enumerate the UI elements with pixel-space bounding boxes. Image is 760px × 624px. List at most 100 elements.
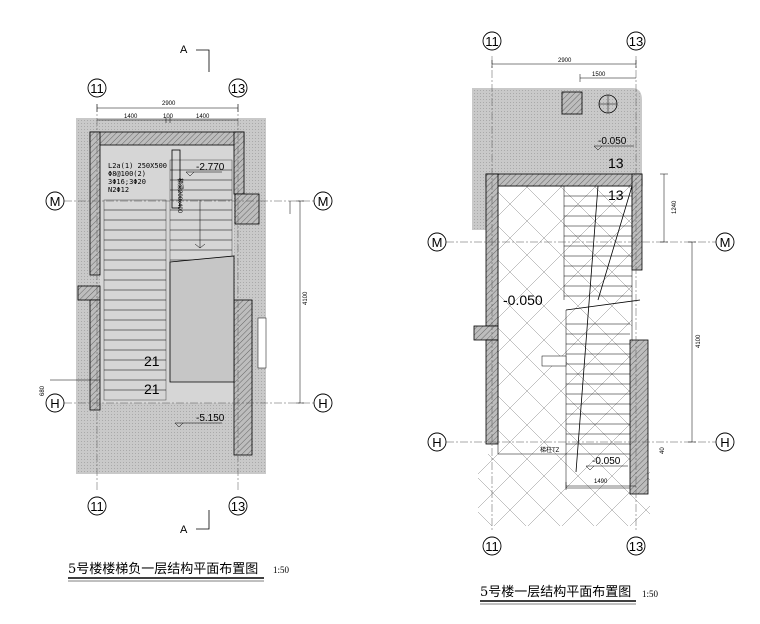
section-line-bottom — [196, 510, 210, 530]
r-elev-top: -0.050 — [598, 136, 627, 147]
dim-seg3: 1400 — [196, 114, 210, 120]
r-axis-bubble-h-right — [715, 432, 735, 452]
axis-bubble-m-right — [313, 191, 333, 211]
axis-label: M — [50, 194, 61, 209]
r-axis-bubble-m-right — [715, 232, 735, 252]
elev-top: -2.770 — [196, 162, 225, 173]
wall-left-stub — [77, 285, 101, 301]
r-stair-down-count: 13 — [608, 187, 624, 203]
axis-label: H — [318, 396, 327, 411]
r-wall-left-stub — [473, 325, 499, 341]
dim-small-v: 680 — [40, 385, 46, 396]
axis-label: 11 — [90, 81, 104, 96]
elev-bottom: -5.150 — [196, 413, 225, 424]
r-dim-total: 2900 — [558, 58, 572, 64]
wall-left-lower — [89, 299, 101, 411]
r-dim-lines-right — [660, 173, 696, 443]
r-stair-treads-upper — [563, 186, 632, 300]
elev-mark-bottom — [174, 422, 222, 428]
column-right — [234, 193, 260, 225]
dim-seg1: 1400 — [124, 114, 138, 120]
r-tag: 梯柱TZ — [540, 446, 560, 454]
axis-label: 11 — [485, 34, 499, 49]
elev-mark-top — [185, 171, 222, 177]
stair-step-block — [541, 355, 567, 367]
wall-left-upper — [89, 131, 101, 276]
r-axis-bubble-13-bottom — [626, 536, 646, 556]
right-scale: 1:50 — [642, 589, 659, 599]
axis-label: 11 — [90, 499, 104, 514]
stair-landing-edge — [565, 299, 641, 311]
r-dim-v-bottom: 40 — [660, 447, 666, 454]
dim-lines-right — [289, 200, 304, 404]
r-axis-bubble-13-top — [626, 31, 646, 51]
r-dim-bottom: 1490 — [594, 479, 608, 485]
wall-top — [89, 131, 245, 146]
axis-label: H — [720, 435, 729, 450]
dim-seg2: 100 — [163, 114, 174, 120]
beam-note-2: Φ8@100(2) — [108, 170, 146, 178]
stair-down-count: 21 — [144, 381, 160, 397]
beam-note-3: 3Φ16;3Φ20 — [108, 178, 146, 186]
r-elev-mark-top — [593, 145, 634, 151]
stair-up-count: 21 — [144, 353, 160, 369]
axis-bubble-13-top — [228, 78, 248, 98]
r-dim-lines-bottom — [565, 482, 636, 490]
r-elev-bottom: -0.050 — [592, 456, 621, 467]
axis-label: 13 — [629, 539, 643, 554]
axis-label: 13 — [231, 499, 245, 514]
axis-bubble-11-bottom — [87, 496, 107, 516]
left-plan: A A — [40, 44, 333, 582]
cross-hatch-zone — [497, 185, 633, 455]
beam-note-4: N2Φ12 — [108, 186, 129, 194]
wall-opening — [257, 317, 267, 369]
axis-label: 13 — [231, 81, 245, 96]
axis-label: M — [720, 235, 731, 250]
walk-arrow — [194, 200, 206, 249]
r-elev-mark-bottom — [585, 465, 628, 471]
axis-bubble-h-left — [45, 393, 65, 413]
right-slab-shading — [472, 88, 642, 230]
r-wall-right-lower — [629, 339, 649, 495]
r-dim-rows: 4100 — [696, 334, 702, 348]
left-title: 5号楼楼梯负一层结构平面布置图 — [68, 562, 258, 577]
stair-treads-left — [103, 199, 167, 401]
r-axis-bubble-11-bottom — [482, 536, 502, 556]
axis-bubble-11-top — [87, 78, 107, 98]
stair-break-lines — [575, 185, 633, 473]
beam-note-1: L2a(1) 250X500 — [108, 162, 167, 170]
axis-bubble-13-bottom — [228, 496, 248, 516]
axis-bubble-h-right — [313, 393, 333, 413]
axis-label: H — [432, 435, 441, 450]
axis-bubble-m-left — [45, 191, 65, 211]
r-column-top — [561, 91, 583, 115]
wall-right-upper — [233, 131, 245, 195]
r-dim-lines-top — [491, 60, 637, 82]
axis-label: 11 — [485, 539, 499, 554]
beam-tag: 梯梁200x400 — [176, 178, 184, 214]
r-wall-right-upper — [631, 173, 643, 271]
r-axis-bubble-m-left — [427, 232, 447, 252]
section-mark-top: A — [180, 44, 188, 56]
dim-total: 2900 — [162, 101, 176, 107]
r-axis-bubble-11-top — [482, 31, 502, 51]
right-plan: 2900 1500 1240 4100 40 1490 梯柱TZ -0.050 … — [427, 31, 735, 605]
dim-rows: 4100 — [303, 291, 309, 305]
r-axis-bubble-h-left — [427, 432, 447, 452]
right-title: 5号楼一层结构平面布置图 — [480, 585, 631, 600]
r-dim-seg: 1500 — [592, 72, 606, 78]
wall-right-lower — [233, 299, 253, 456]
r-wall-top — [485, 173, 643, 187]
axis-label: M — [318, 194, 329, 209]
axis-label: 13 — [629, 34, 643, 49]
axis-label: H — [50, 396, 59, 411]
r-stair-treads-lower — [565, 310, 630, 489]
dim-lines-top — [96, 104, 239, 123]
cross-hatch-bottom — [478, 454, 650, 526]
r-elev-mid: -0.050 — [503, 292, 543, 308]
section-mark-bottom: A — [180, 524, 188, 536]
r-stair-up-count: 13 — [608, 155, 624, 171]
section-line-top — [196, 49, 210, 72]
left-scale: 1:50 — [273, 565, 290, 575]
